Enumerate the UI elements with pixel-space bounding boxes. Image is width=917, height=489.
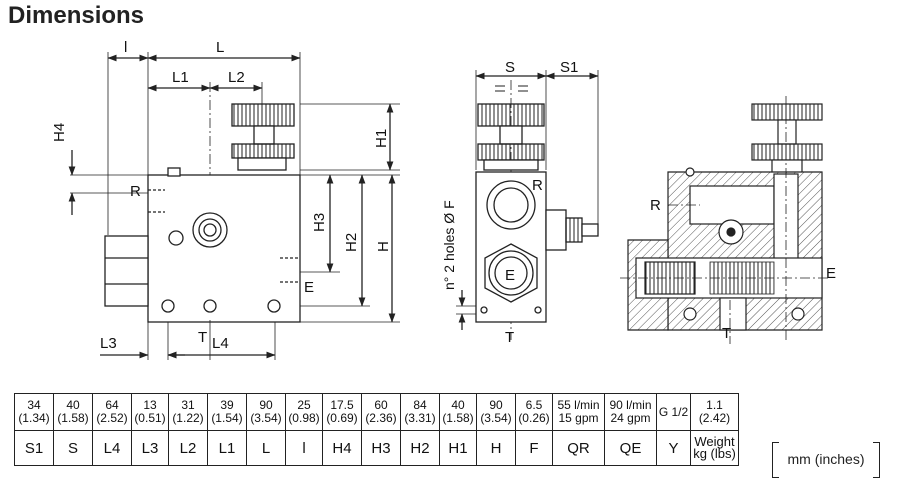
section-view <box>620 96 830 344</box>
table-cell: 17.5(0.69) <box>322 393 362 431</box>
table-cell: H1 <box>439 430 477 466</box>
side-label-E: E <box>505 267 515 284</box>
table-cell: 64(2.52) <box>92 393 132 431</box>
table-cell: L3 <box>131 430 169 466</box>
label-L: L <box>216 39 224 56</box>
values-row: 34(1.34) 40(1.58) 64(2.52) 13(0.51) 31(1… <box>14 393 739 431</box>
side-view <box>456 70 599 340</box>
table-cell: 1.1(2.42) <box>690 393 739 431</box>
side-label-T: T <box>505 329 514 346</box>
label-H3: H3 <box>311 213 328 232</box>
table-cell: H <box>476 430 516 466</box>
table-cell: Y <box>656 430 691 466</box>
table-cell: L <box>246 430 286 466</box>
label-R: R <box>130 183 141 200</box>
table-cell: 40(1.58) <box>439 393 477 431</box>
label-S: S <box>505 59 515 76</box>
table-cell: QE <box>604 430 657 466</box>
page-title: Dimensions <box>8 2 145 29</box>
units-note: mm (inches) <box>772 442 880 478</box>
section-label-E: E <box>826 265 836 282</box>
front-view-labels: l L L1 L2 H4 R E H3 H2 H H1 L3 L4 T <box>51 39 392 352</box>
section-label-T: T <box>722 325 731 342</box>
table-cell: QR <box>552 430 605 466</box>
table-cell: H4 <box>322 430 362 466</box>
table-cell: L4 <box>92 430 132 466</box>
label-L2: L2 <box>228 69 245 86</box>
label-E: E <box>304 279 314 296</box>
table-cell: 34(1.34) <box>14 393 54 431</box>
table-cell: 90(3.54) <box>246 393 286 431</box>
dimensions-table: 34(1.34) 40(1.58) 64(2.52) 13(0.51) 31(1… <box>14 393 739 466</box>
front-view <box>68 52 400 360</box>
technical-drawing: l L L1 L2 H4 R E H3 H2 H H1 L3 L4 T <box>51 39 836 360</box>
side-view-labels: S S1 n° 2 holes Ø F R E T <box>441 59 578 346</box>
label-H2: H2 <box>343 233 360 252</box>
table-cell: H2 <box>400 430 440 466</box>
label-H: H <box>375 241 392 252</box>
table-cell: S1 <box>14 430 54 466</box>
section-label-R: R <box>650 197 661 214</box>
table-cell: L1 <box>207 430 247 466</box>
label-L1: L1 <box>172 69 189 86</box>
label-S1: S1 <box>560 59 578 76</box>
label-holes: n° 2 holes Ø F <box>441 200 457 290</box>
table-cell: 6.5(0.26) <box>515 393 553 431</box>
table-cell: 40(1.58) <box>53 393 93 431</box>
table-cell: 84(3.31) <box>400 393 440 431</box>
table-cell: H3 <box>361 430 401 466</box>
label-H4: H4 <box>51 123 68 142</box>
table-cell: 25(0.98) <box>285 393 323 431</box>
label-H1: H1 <box>373 129 390 148</box>
table-cell: 13(0.51) <box>131 393 169 431</box>
table-cell: 31(1.22) <box>168 393 208 431</box>
units-note-text: mm (inches) <box>787 451 865 467</box>
table-cell: l <box>285 430 323 466</box>
table-cell: F <box>515 430 553 466</box>
table-cell: L2 <box>168 430 208 466</box>
table-cell: S <box>53 430 93 466</box>
table-cell: 60(2.36) <box>361 393 401 431</box>
table-cell: G 1/2 <box>656 393 691 431</box>
table-cell: 90(3.54) <box>476 393 516 431</box>
label-L4: L4 <box>212 335 229 352</box>
label-l: l <box>124 39 127 56</box>
side-label-R: R <box>532 177 543 194</box>
table-cell: 39(1.54) <box>207 393 247 431</box>
label-T: T <box>198 329 207 346</box>
symbols-row: S1 S L4 L3 L2 L1 L l H4 H3 H2 H1 H F QR … <box>14 430 739 466</box>
label-L3: L3 <box>100 335 117 352</box>
section-view-labels: R E T <box>650 197 836 342</box>
